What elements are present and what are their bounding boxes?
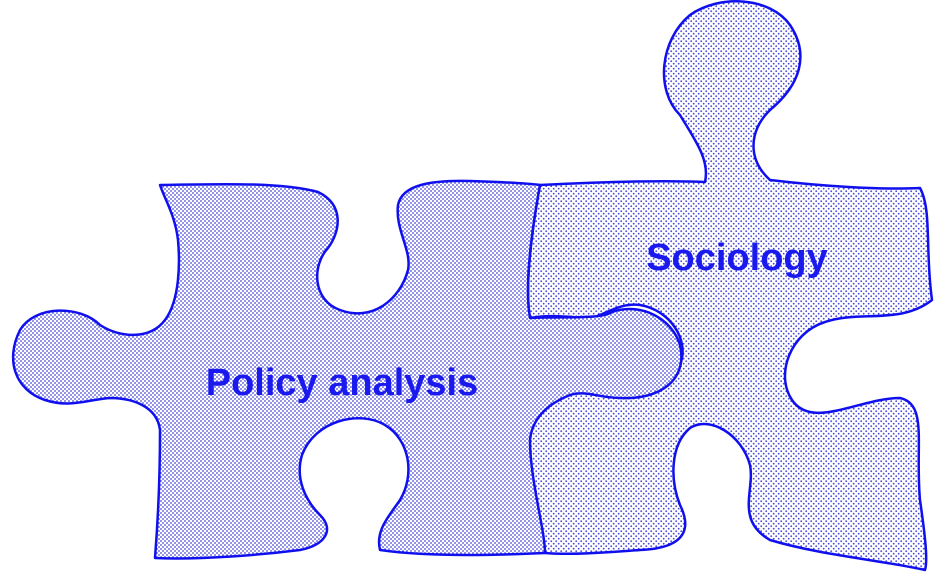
- policy-analysis-label: Policy analysis: [206, 362, 479, 404]
- sociology-label: Sociology: [646, 237, 828, 279]
- policy-analysis-puzzle-piece: [11, 179, 683, 560]
- sociology-puzzle-piece: [526, 0, 934, 572]
